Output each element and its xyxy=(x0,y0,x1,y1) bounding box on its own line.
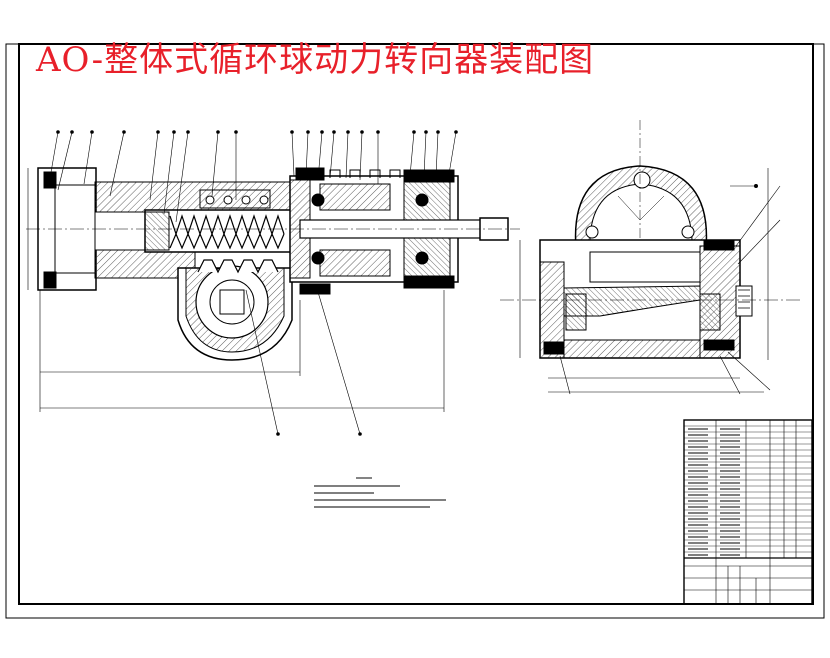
bearing-ball-1 xyxy=(311,193,325,207)
main-section-view xyxy=(26,167,520,412)
piston-chamber xyxy=(94,211,146,251)
housing-top-wall xyxy=(94,181,291,213)
bolt-top-left xyxy=(43,171,57,189)
bolt-bottom-left xyxy=(43,271,57,289)
bearing-ball-2 xyxy=(311,251,325,265)
side-bolt-left xyxy=(543,341,565,355)
spline-square xyxy=(219,289,245,315)
output-spline xyxy=(735,285,753,317)
side-bolt-bottom xyxy=(703,339,735,351)
parts-list-table xyxy=(683,419,813,605)
technical-notes xyxy=(314,477,446,508)
sector-gear-teeth xyxy=(197,259,279,274)
valve-lower-hatch xyxy=(319,249,391,277)
bearing-ball-3 xyxy=(415,193,429,207)
valve-ports xyxy=(329,169,401,178)
valve-bolt-top xyxy=(295,167,325,181)
side-hole-top xyxy=(633,171,651,189)
sector-arm-top xyxy=(589,251,701,283)
side-bottom-wall xyxy=(563,339,701,359)
bearing-ball-4 xyxy=(415,251,429,265)
valve-upper-hatch xyxy=(319,183,391,211)
side-bolt-top xyxy=(703,239,735,251)
side-bearing-left xyxy=(565,293,587,331)
drawing-title: AO-整体式循环球动力转向器装配图 xyxy=(36,40,595,80)
inner-border xyxy=(18,43,814,605)
part-balloons-top xyxy=(49,130,458,223)
ball-guide xyxy=(199,189,271,209)
piston-seal xyxy=(144,211,170,251)
side-hole-right xyxy=(681,225,695,239)
side-section-view xyxy=(500,120,800,395)
valve-bolt-bottom xyxy=(299,283,331,295)
bearing-bolt-top xyxy=(403,169,455,183)
side-bearing-right xyxy=(699,293,721,331)
side-hole-left xyxy=(585,225,599,239)
parts-list-rows xyxy=(684,425,812,556)
screw-thread xyxy=(169,195,285,250)
part-balloons-bottom xyxy=(245,289,362,436)
bearing-bolt-bottom xyxy=(403,275,455,289)
